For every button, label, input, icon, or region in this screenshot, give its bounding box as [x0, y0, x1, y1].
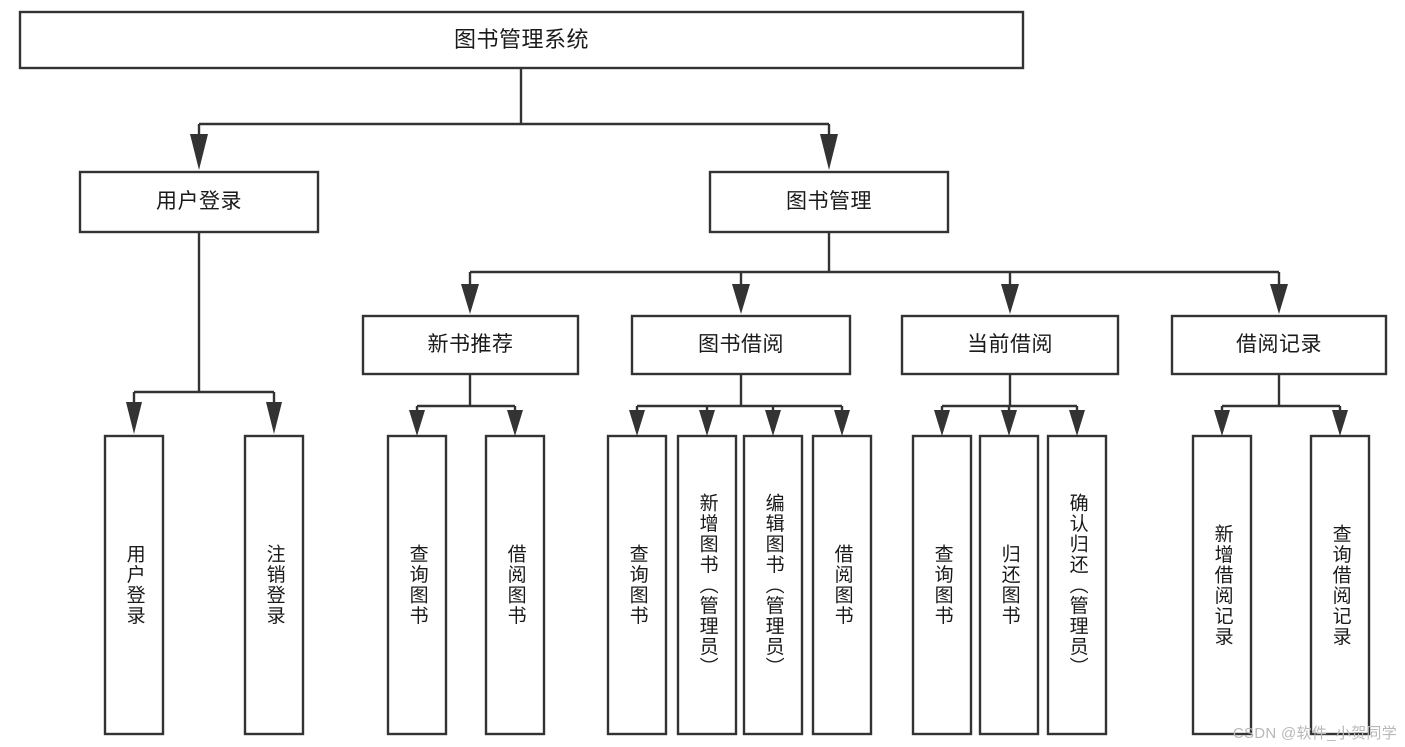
arrow-head-currentborrow-leaf-1 — [934, 410, 950, 436]
watermark-text: CSDN @软件_小贺同学 — [1232, 725, 1397, 742]
leaf-box-newbook-query[interactable] — [386, 434, 448, 736]
node-box-root[interactable] — [18, 10, 1025, 70]
leaf-box-bookborrow-query[interactable] — [606, 434, 668, 736]
node-box-book-borrow[interactable] — [630, 314, 852, 376]
leaf-box-logout[interactable] — [243, 434, 305, 736]
leaf-box-user-login[interactable] — [103, 434, 165, 736]
leaf-box-currentborrow-query[interactable] — [911, 434, 973, 736]
arrow-head-currentborrow-leaf-3 — [1069, 410, 1085, 436]
leaf-box-bookborrow-edit[interactable] — [742, 434, 804, 736]
arrow-head-leaf-logout — [266, 402, 282, 434]
leaf-box-currentborrow-confirm[interactable] — [1046, 434, 1108, 736]
arrow-head-user-login — [190, 134, 208, 170]
arrow-head-newbook-leaf-2 — [507, 410, 523, 436]
node-box-current-borrow[interactable] — [900, 314, 1120, 376]
arrow-head-borrowrecords-leaf-1 — [1214, 410, 1230, 436]
leaf-box-bookborrow-add[interactable] — [676, 434, 738, 736]
arrow-head-current-borrow — [1001, 284, 1019, 314]
arrow-head-book-borrow — [732, 284, 750, 314]
arrow-head-new-book — [461, 284, 479, 314]
leaf-box-records-query[interactable] — [1309, 434, 1371, 736]
node-box-borrow-records[interactable] — [1170, 314, 1388, 376]
arrow-head-leaf-user-login — [126, 402, 142, 434]
arrow-head-book-manage — [820, 134, 838, 170]
leaf-box-records-add[interactable] — [1191, 434, 1253, 736]
leaf-box-newbook-borrow[interactable] — [484, 434, 546, 736]
arrow-head-borrow-record — [1270, 284, 1288, 314]
arrow-head-bookborrow-leaf-4 — [834, 410, 850, 436]
arrow-head-currentborrow-leaf-2 — [1001, 410, 1017, 436]
node-box-user-login[interactable] — [78, 170, 320, 234]
arrow-head-borrowrecords-leaf-2 — [1332, 410, 1348, 436]
node-box-new-book-recommend[interactable] — [361, 314, 580, 376]
arrow-head-bookborrow-leaf-2 — [699, 410, 715, 436]
arrow-head-bookborrow-leaf-3 — [765, 410, 781, 436]
leaf-box-currentborrow-return[interactable] — [978, 434, 1040, 736]
leaf-box-bookborrow-lend[interactable] — [811, 434, 873, 736]
node-box-book-manage[interactable] — [708, 170, 950, 234]
arrow-head-newbook-leaf-1 — [409, 410, 425, 436]
arrow-head-bookborrow-leaf-1 — [629, 410, 645, 436]
